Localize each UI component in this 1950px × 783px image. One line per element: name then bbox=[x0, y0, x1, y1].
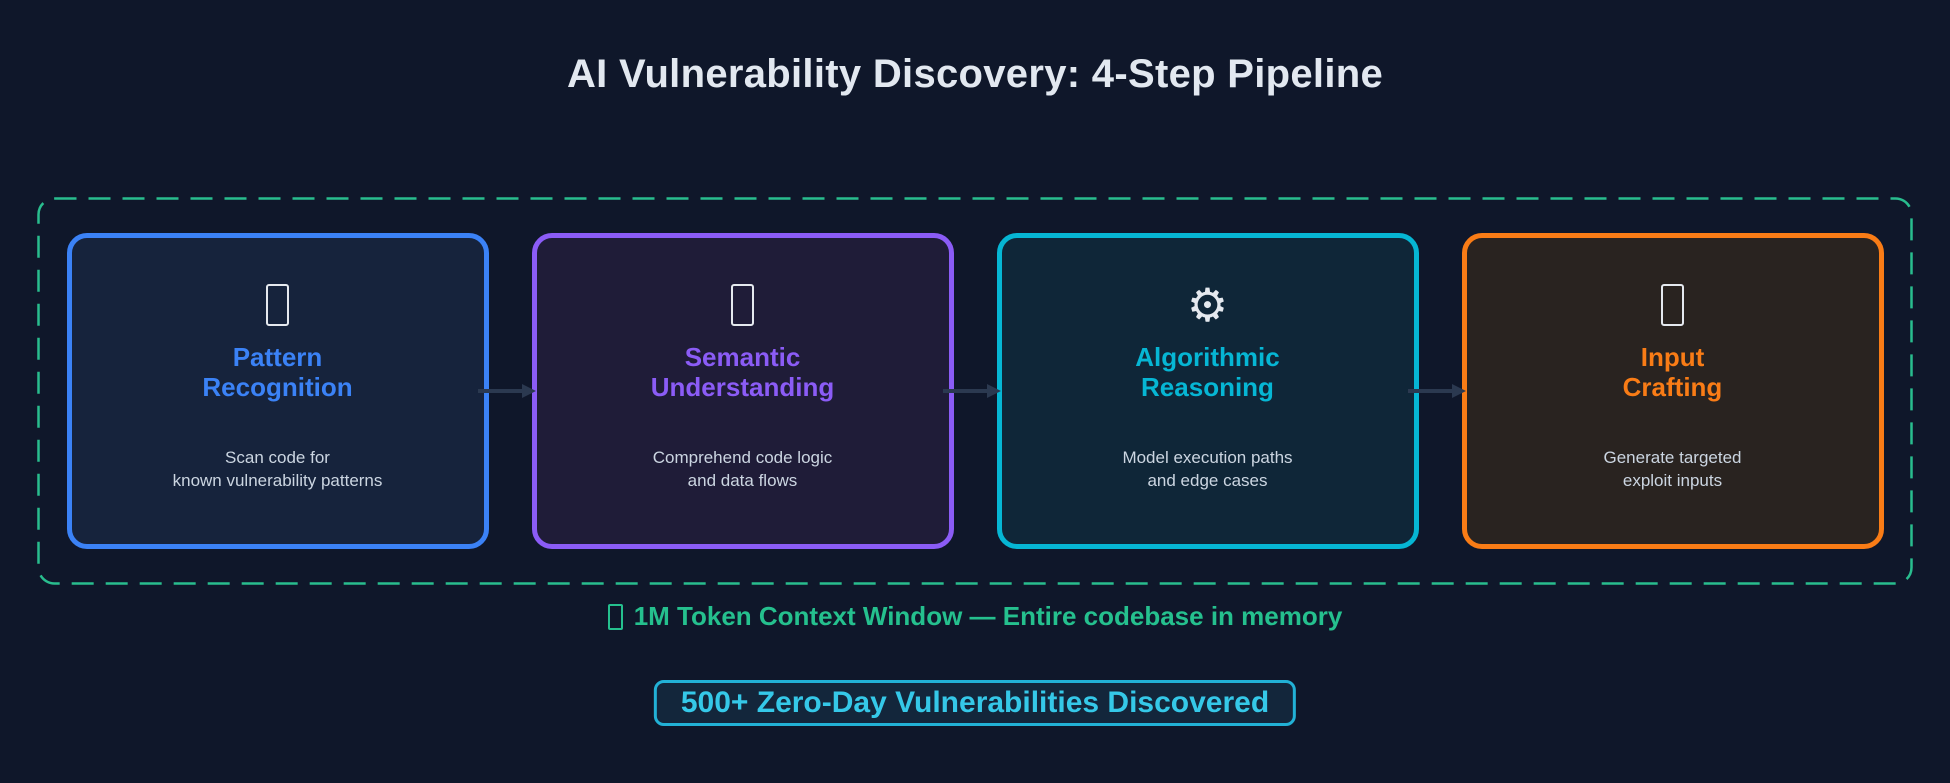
step-title: Input Crafting bbox=[1622, 342, 1723, 402]
step-card-algorithmic-reasoning: ⚙ Algorithmic Reasoning Model execution … bbox=[996, 233, 1419, 549]
context-note: 1M Token Context Window — Entire codebas… bbox=[0, 601, 1950, 632]
step-description: Scan code for known vulnerability patter… bbox=[172, 448, 383, 490]
pipeline-steps-row: Pattern Recognition Scan code for known … bbox=[37, 197, 1913, 585]
step-description: Comprehend code logic and data flows bbox=[652, 448, 833, 490]
step-icon-row bbox=[72, 282, 484, 328]
missing-glyph-icon bbox=[1661, 284, 1684, 326]
step-card-semantic-understanding: Semantic Understanding Comprehend code l… bbox=[531, 233, 954, 549]
step-title: Pattern Recognition bbox=[202, 342, 353, 402]
step-icon-row bbox=[537, 282, 949, 328]
missing-glyph-icon bbox=[731, 284, 754, 326]
step-card-pattern-recognition: Pattern Recognition Scan code for known … bbox=[66, 233, 489, 549]
step-description: Model execution paths and edge cases bbox=[1122, 448, 1293, 490]
flow-arrow-icon bbox=[943, 384, 1001, 398]
page-title: AI Vulnerability Discovery: 4-Step Pipel… bbox=[566, 52, 1384, 96]
flow-arrow-icon bbox=[478, 384, 536, 398]
discovery-badge: 500+ Zero-Day Vulnerabilities Discovered bbox=[653, 680, 1297, 726]
step-icon-row bbox=[1467, 282, 1879, 328]
flow-arrow-icon bbox=[1408, 384, 1466, 398]
step-description: Generate targeted exploit inputs bbox=[1603, 448, 1742, 490]
pipeline-outline bbox=[37, 197, 1913, 585]
missing-glyph-icon bbox=[266, 284, 289, 326]
gear-icon: ⚙ bbox=[1186, 278, 1229, 332]
step-title: Algorithmic Reasoning bbox=[1135, 342, 1280, 402]
context-note-text: 1M Token Context Window — Entire codebas… bbox=[633, 601, 1343, 631]
missing-glyph-icon bbox=[607, 603, 623, 630]
step-card-input-crafting: Input Crafting Generate targeted exploit… bbox=[1461, 233, 1884, 549]
step-title: Semantic Understanding bbox=[650, 342, 835, 402]
step-icon-row: ⚙ bbox=[1002, 282, 1414, 328]
pipeline-outline-rect bbox=[37, 197, 1913, 585]
